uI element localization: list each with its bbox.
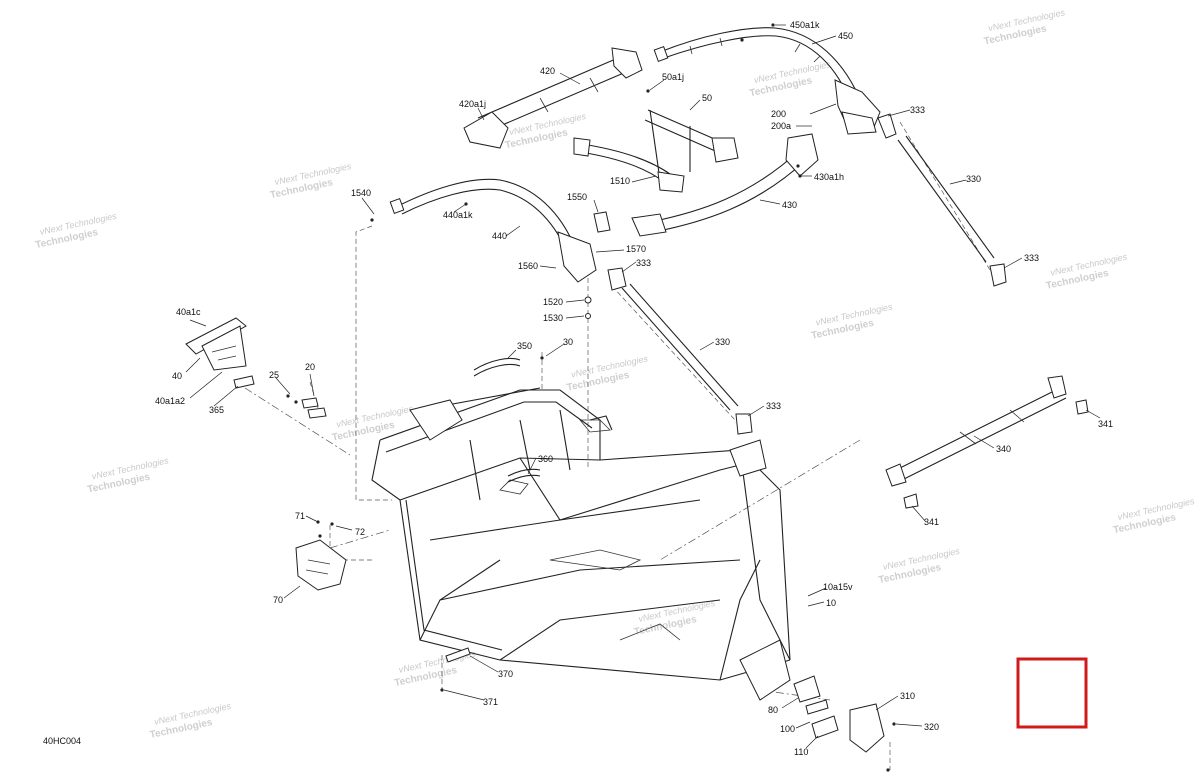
callout-30: 30	[563, 337, 573, 347]
part-450-roof-arch	[653, 27, 881, 135]
callout-labels: 450a1k 450 420 50a1j 50 420a1j 200 200a …	[155, 20, 1113, 757]
callout-80: 80	[768, 705, 778, 715]
callout-1570: 1570	[626, 244, 646, 254]
part-430-side-bar	[631, 133, 819, 237]
callout-450: 450	[838, 31, 853, 41]
callout-40a1c: 40a1c	[176, 307, 201, 317]
part-50-cross-brace	[573, 109, 739, 193]
callout-333: 333	[636, 258, 651, 268]
callout-200: 200	[771, 109, 786, 119]
callout-370: 370	[498, 669, 513, 679]
callout-333: 333	[1024, 253, 1039, 263]
part-340-rear-bar	[885, 375, 1067, 487]
callout-20: 20	[305, 362, 315, 372]
callout-50: 50	[702, 93, 712, 103]
callout-365: 365	[209, 405, 224, 415]
callout-200a: 200a	[771, 121, 791, 131]
callout-40a1a2: 40a1a2	[155, 396, 185, 406]
callout-333: 333	[910, 105, 925, 115]
part-420-upper-bar	[463, 47, 643, 149]
callout-371: 371	[483, 697, 498, 707]
callout-10: 10	[826, 598, 836, 608]
callout-70: 70	[273, 595, 283, 605]
callout-330: 330	[715, 337, 730, 347]
callout-341: 341	[1098, 419, 1113, 429]
callout-333: 333	[766, 401, 781, 411]
callout-1540: 1540	[351, 188, 371, 198]
callout-450a1k: 450a1k	[790, 20, 820, 30]
leader-lines	[185, 24, 1101, 749]
callout-440a1k: 440a1k	[443, 210, 473, 220]
callout-430a1h: 430a1h	[814, 172, 844, 182]
callout-110: 110	[794, 747, 808, 757]
callout-10a15v: 10a15v	[823, 582, 853, 592]
callout-71: 71	[295, 511, 305, 521]
part-440-front-arch	[389, 178, 597, 283]
callout-25: 25	[269, 370, 279, 380]
callout-440: 440	[492, 231, 507, 241]
callout-340: 340	[996, 444, 1011, 454]
callout-1550: 1550	[567, 192, 587, 202]
callout-1520: 1520	[543, 297, 563, 307]
part-330-lower-tube	[607, 267, 753, 435]
part-330-upper-tube	[877, 113, 1007, 287]
callout-320: 320	[924, 722, 939, 732]
part-10-main-frame	[371, 387, 791, 701]
callout-420: 420	[540, 66, 555, 76]
small-parts	[233, 23, 1089, 772]
part-40-mount-bracket	[185, 317, 247, 371]
callout-1510: 1510	[610, 176, 630, 186]
callout-40: 40	[172, 371, 182, 381]
highlight-box[interactable]	[1016, 657, 1088, 729]
callout-350: 350	[517, 341, 532, 351]
callout-430: 430	[782, 200, 797, 210]
watermarks: vNext Technologies Technologies vNext Te…	[35, 7, 1196, 741]
callout-100: 100	[780, 724, 795, 734]
figure-code: 40HC004	[43, 736, 81, 746]
callout-360: 360	[538, 454, 553, 464]
callout-341: 341	[924, 517, 939, 527]
callout-310: 310	[900, 691, 915, 701]
callout-420a1j: 420a1j	[459, 99, 486, 109]
callout-330: 330	[966, 174, 981, 184]
callout-50a1j: 50a1j	[662, 72, 684, 82]
callout-72: 72	[355, 527, 365, 537]
callout-1530: 1530	[543, 313, 563, 323]
assembly-lines	[244, 121, 991, 770]
callout-1560: 1560	[518, 261, 538, 271]
